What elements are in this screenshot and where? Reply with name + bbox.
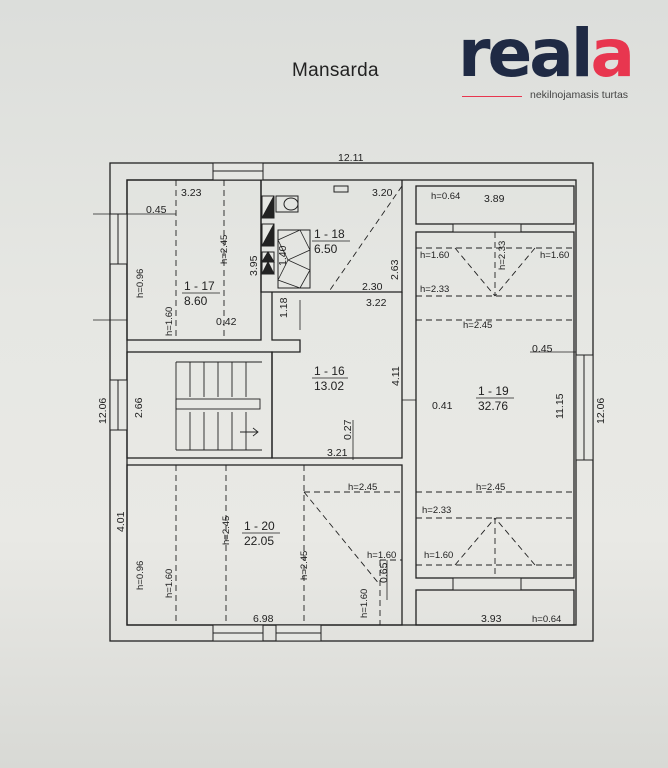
inner-wall-outline [126,179,577,626]
dim-label: 3.21 [327,447,348,459]
page-title: Mansarda [292,60,379,81]
dim-label: 12.06 [595,398,607,424]
height-label: h=2.33 [420,284,449,295]
height-label: h=2.45 [348,482,377,493]
room-label-1-20: 1 - 20 [244,519,275,533]
dim-label: 0.27 [342,419,354,440]
dimension-labels: 12.11 3.23 3.20 3.89 0.45 3.95 1.40 2.30… [97,152,607,625]
windows [109,162,594,642]
height-label: h=2.45 [219,235,230,264]
logo-tagline: nekilnojamasis turtas [530,89,629,101]
room-area-1-18: 6.50 [314,242,338,256]
dim-label: 0.45 [146,204,167,216]
room-area-1-20: 22.05 [244,534,274,548]
height-label: h=2.45 [463,320,492,331]
dim-label: 0.45 [532,343,553,355]
room-1-20-outline [126,464,403,626]
dim-label: 1.18 [278,297,290,318]
dim-label: 12.11 [338,152,364,164]
dim-label: 0.41 [432,400,453,412]
staircase [175,361,262,451]
height-label: h=0.64 [532,614,561,625]
height-label: h=1.60 [367,550,396,561]
brand-logo: reala [458,14,635,94]
dim-label: 3.89 [484,193,505,205]
dim-label: 4.01 [115,511,127,532]
room-labels: 1 - 17 8.60 1 - 18 6.50 1 - 16 13.02 1 -… [182,227,514,548]
room-area-1-19: 32.76 [478,399,508,413]
height-label: h=0.96 [135,561,146,590]
dim-label: 3.23 [181,187,202,199]
room-area-1-17: 8.60 [184,294,208,308]
dim-label: 0.65 [378,562,390,583]
height-label: h=1.60 [164,307,175,336]
bathroom-fixtures [261,185,349,289]
dim-label: 2.66 [133,397,145,418]
height-label: h=0.64 [431,191,460,202]
height-label: h=1.60 [359,589,370,618]
dim-label: 2.30 [362,281,383,293]
dim-label: 1.40 [277,245,289,266]
height-label: h=2.45 [476,482,505,493]
height-label: h=1.60 [424,550,453,561]
dim-label: 6.98 [253,613,274,625]
height-label: h=1.60 [540,250,569,261]
height-label: h=2.45 [221,516,232,545]
dimension-lines [93,213,576,600]
logo-main-text: real [458,15,593,92]
dim-label: 4.11 [390,366,402,386]
ceiling-height-lines [175,180,574,625]
room-label-1-17: 1 - 17 [184,279,215,293]
height-label: h=1.60 [164,569,175,598]
room-1-16-outline [271,292,403,459]
height-label: h=1.60 [420,250,449,261]
dim-label: 3.95 [248,255,260,276]
height-labels: h=0.64 h=2.45 h=0.96 h=1.60 h=1.60 h=2.3… [135,191,569,625]
height-label: h=2.33 [497,241,508,270]
outer-wall-outline [109,162,594,642]
dim-label: 2.63 [389,259,401,280]
dim-label: 3.20 [372,187,393,199]
room-label-1-18: 1 - 18 [314,227,345,241]
dim-label: 11.15 [554,393,566,419]
height-label: h=2.33 [422,505,451,516]
dim-label: 0.42 [216,316,237,328]
stair-hall-outline [126,351,273,459]
dim-label: 3.22 [366,297,387,309]
room-label-1-19: 1 - 19 [478,384,509,398]
dim-label: 12.06 [97,398,109,424]
logo-accent-text: a [590,15,635,92]
height-label: h=0.96 [135,269,146,298]
dim-label: 3.93 [481,613,502,625]
room-area-1-16: 13.02 [314,379,344,393]
logo-underline [462,96,522,97]
room-label-1-16: 1 - 16 [314,364,345,378]
height-label: h=2.45 [299,551,310,580]
